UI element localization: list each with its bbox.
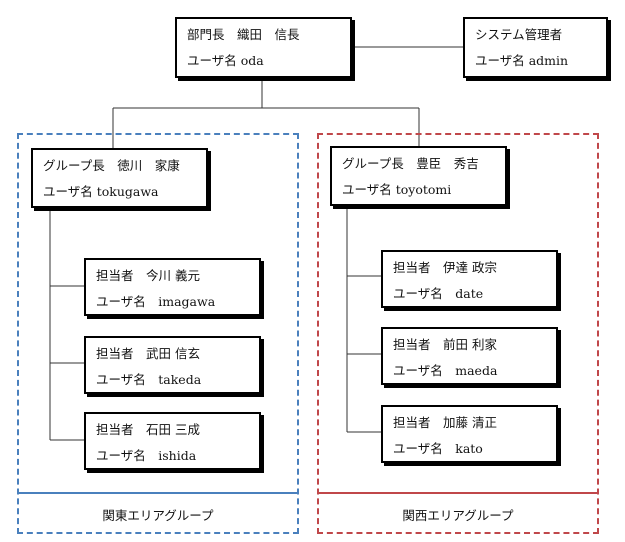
node-username: ユーザ名 takeda (96, 372, 202, 387)
node-title: システム管理者 (475, 27, 563, 42)
node-department-head: 部門長 織田 信長 ユーザ名 oda (175, 17, 352, 78)
group-kansai-area: 関西エリアグループ (317, 133, 599, 534)
node-title: 担当者 前田 利家 (393, 337, 497, 352)
group-kansai-label: 関西エリアグループ (317, 492, 599, 534)
node-member-west-2: 担当者 前田 利家 ユーザ名 maeda (381, 327, 558, 385)
node-username: ユーザ名 oda (187, 53, 264, 68)
node-group-leader-east: グループ長 徳川 家康 ユーザ名 tokugawa (31, 148, 208, 208)
node-username: ユーザ名 maeda (393, 363, 498, 378)
node-group-leader-west: グループ長 豊臣 秀吉 ユーザ名 toyotomi (330, 146, 507, 206)
node-member-west-1: 担当者 伊達 政宗 ユーザ名 date (381, 250, 558, 308)
node-member-east-1: 担当者 今川 義元 ユーザ名 imagawa (84, 258, 261, 316)
node-username: ユーザ名 tokugawa (43, 184, 159, 199)
node-username: ユーザ名 imagawa (96, 294, 216, 309)
node-username: ユーザ名 date (393, 286, 484, 301)
node-username: ユーザ名 ishida (96, 448, 197, 463)
node-title: 部門長 織田 信長 (187, 27, 300, 42)
node-member-east-3: 担当者 石田 三成 ユーザ名 ishida (84, 412, 261, 470)
node-username: ユーザ名 toyotomi (342, 182, 452, 197)
node-title: グループ長 徳川 家康 (43, 158, 180, 173)
node-username: ユーザ名 admin (475, 53, 569, 68)
node-title: 担当者 武田 信玄 (96, 346, 200, 361)
node-system-admin: システム管理者 ユーザ名 admin (463, 17, 608, 78)
group-kanto-label: 関東エリアグループ (17, 492, 299, 534)
node-username: ユーザ名 kato (393, 441, 483, 456)
node-title: 担当者 今川 義元 (96, 268, 200, 283)
group-kanto-area: 関東エリアグループ (17, 133, 299, 534)
node-title: グループ長 豊臣 秀吉 (342, 156, 479, 171)
node-title: 担当者 石田 三成 (96, 422, 200, 437)
node-member-west-3: 担当者 加藤 清正 ユーザ名 kato (381, 405, 558, 463)
node-title: 担当者 加藤 清正 (393, 415, 497, 430)
node-member-east-2: 担当者 武田 信玄 ユーザ名 takeda (84, 336, 261, 394)
node-title: 担当者 伊達 政宗 (393, 260, 497, 275)
